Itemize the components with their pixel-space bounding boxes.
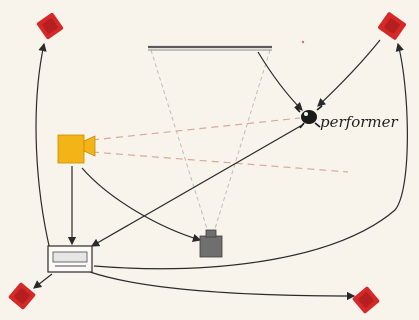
speaker-bottom-left: [8, 282, 36, 310]
camera-beams: [91, 117, 349, 173]
speaker-top-right: [378, 12, 406, 40]
performer-figure-icon: [295, 105, 323, 129]
video-camera-icon: [57, 134, 96, 164]
speaker-bottom-right: [352, 286, 380, 314]
projector-icon: [199, 229, 223, 258]
mixer-console-icon: [47, 245, 93, 273]
projection-cone: [150, 49, 271, 233]
speaker-icon: [378, 12, 406, 40]
red-dot-mark: [301, 40, 305, 44]
speaker-icon: [36, 12, 64, 40]
speaker-icon: [8, 282, 36, 310]
performer-label: performer: [320, 113, 399, 131]
projection-screen: [148, 45, 272, 51]
speaker-icon: [352, 286, 380, 314]
signal-paths: [33, 39, 408, 301]
speaker-top-left: [36, 12, 64, 40]
